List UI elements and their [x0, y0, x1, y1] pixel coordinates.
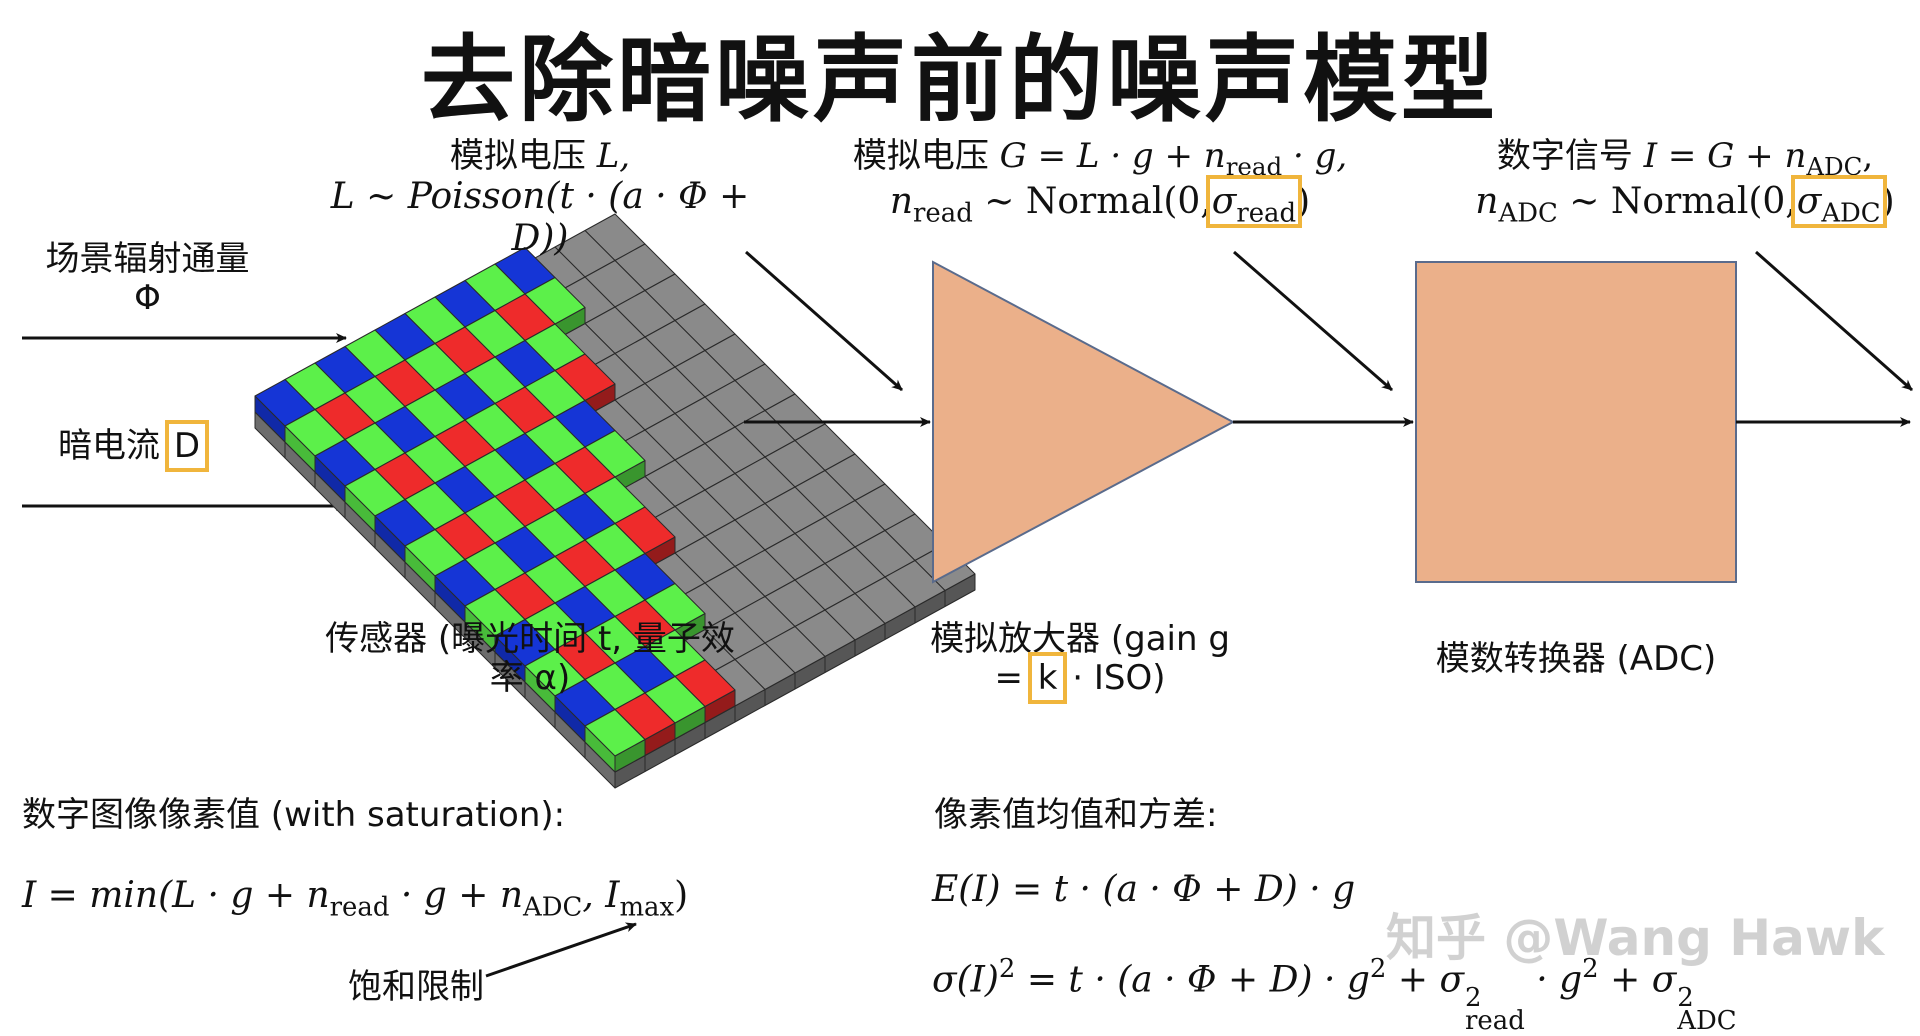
amp-voltage-header: 模拟电压 G = L · g + nread · g, nread ~ Norm… [840, 136, 1360, 229]
adc-noise-var: n [1475, 181, 1499, 223]
saturation-note: 饱和限制 [348, 967, 484, 1007]
scene-flux-symbol: Φ [134, 278, 161, 319]
adc-noise-mid: ~ Normal(0, [1557, 181, 1797, 223]
adc-header-eq: I = G + n [1643, 136, 1807, 176]
pixel-eq-part-a: I = min(L · g + n [22, 875, 330, 916]
var-eq-part-a: σ(I) [932, 959, 999, 1001]
var-eq-part-c: + σ [1386, 959, 1465, 1001]
var-eq-sup-3: 2 [1465, 982, 1482, 1013]
stats-heading: 像素值均值和方差: [934, 795, 1218, 835]
sensor-caption-line2: 率 α) [489, 658, 571, 699]
var-eq-part-d: · g [1524, 959, 1583, 1001]
image-sensor [254, 213, 976, 789]
sensor-header-var: L, [596, 136, 631, 176]
amp-header-eq-b: · g, [1282, 136, 1348, 176]
bayer-filter-cell [584, 709, 646, 757]
pixel-eq-sub-max: max [619, 892, 675, 923]
adc-block [1415, 261, 1737, 583]
adc-signal-header: 数字信号 I = G + nADC, nADC ~ Normal(0,σADC) [1455, 136, 1915, 229]
adc-signal-annotation-arrow [1755, 250, 1913, 392]
amp-caption-eq: = [994, 658, 1023, 699]
pixel-eq-sub-read: read [329, 892, 390, 923]
sigma-read-highlight: σread [1205, 175, 1303, 229]
amp-voltage-annotation-arrow [1233, 250, 1393, 392]
sensor-poisson-body: t · (a · Φ + D)) [511, 176, 750, 260]
scene-flux-label-group: 场景辐射通量 Φ [20, 239, 275, 319]
var-eq-part-b: = t · (a · Φ + D) · g [1015, 959, 1370, 1001]
sensor-voltage-header: 模拟电压 L, L ~ Poisson(t · (a · Φ + D)) [300, 136, 780, 260]
sigma-adc-highlight: σADC [1790, 175, 1887, 229]
page-title: 去除暗噪声前的噪声模型 [420, 26, 1499, 135]
noise-model-diagram [22, 213, 1913, 978]
sensor-poisson-pre: L ~ Poisson( [330, 176, 560, 218]
sensor-voltage-annotation-arrow [745, 250, 903, 392]
sensor-caption-line1: 传感器 (曝光时间 t, 量子效 [325, 619, 735, 659]
pixel-eq-sub-adc: ADC [523, 892, 583, 923]
mean-equation: E(I) = t · (a · Φ + D) · g [932, 869, 1356, 910]
amp-noise-var: n [889, 181, 914, 223]
saturation-note-arrow [485, 922, 637, 978]
amp-header-eq-a: G = L · g + n [999, 136, 1226, 176]
sigma-adc-symbol: σ [1796, 181, 1822, 223]
pixel-eq-part-b: · g + n [389, 875, 524, 916]
scene-flux-label: 场景辐射通量 [45, 239, 250, 279]
adc-header-text: 数字信号 [1496, 136, 1633, 176]
amp-noise-mid: ~ Normal(0, [972, 181, 1212, 223]
watermark: 知乎 @Wang Hawk [1386, 909, 1885, 967]
sigma-read-symbol: σ [1211, 181, 1237, 223]
amplifier-caption: 模拟放大器 (gain g = k · ISO) [890, 619, 1270, 705]
adc-noise-end: ) [1880, 181, 1895, 223]
adc-noise-var-sub: ADC [1498, 198, 1558, 229]
amplifier-triangle [932, 260, 1236, 584]
dark-current-symbol: D [164, 420, 210, 472]
sensor-caption: 传感器 (曝光时间 t, 量子效 率 α) [250, 619, 810, 699]
amp-header-sub: read [1225, 151, 1283, 181]
amp-noise-end: ) [1296, 181, 1311, 223]
gain-k-highlight: k [1027, 652, 1068, 705]
dark-current-label: 暗电流 [58, 426, 160, 466]
pixel-value-equation: I = min(L · g + nread · g + nADC, Imax) [22, 874, 688, 923]
pixel-value-heading: 数字图像像素值 (with saturation): [22, 795, 566, 835]
sigma-adc-sub: ADC [1821, 198, 1881, 229]
var-eq-sup-1: 2 [998, 954, 1016, 984]
amp-caption-line1: 模拟放大器 (gain g [930, 619, 1230, 659]
amp-caption-iso: · ISO) [1061, 658, 1166, 699]
var-eq-sup-5: 2 [1677, 982, 1694, 1013]
pixel-eq-part-c: , I [582, 875, 620, 916]
adc-header-end: , [1862, 136, 1874, 176]
adc-caption: 模数转换器 (ADC) [1435, 639, 1717, 679]
sensor-header-text: 模拟电压 [449, 136, 586, 176]
amp-header-text: 模拟电压 [852, 136, 989, 176]
var-eq-sup-4: 2 [1582, 954, 1599, 984]
amp-noise-var-sub: read [913, 198, 973, 229]
dark-current-label-group: 暗电流 D [58, 420, 210, 472]
adc-header-sub: ADC [1806, 151, 1863, 181]
var-eq-sup-2: 2 [1369, 954, 1387, 984]
sigma-read-sub: read [1236, 198, 1297, 229]
pixel-eq-part-d: ) [674, 875, 689, 916]
var-eq-part-e: + σ [1598, 959, 1677, 1001]
